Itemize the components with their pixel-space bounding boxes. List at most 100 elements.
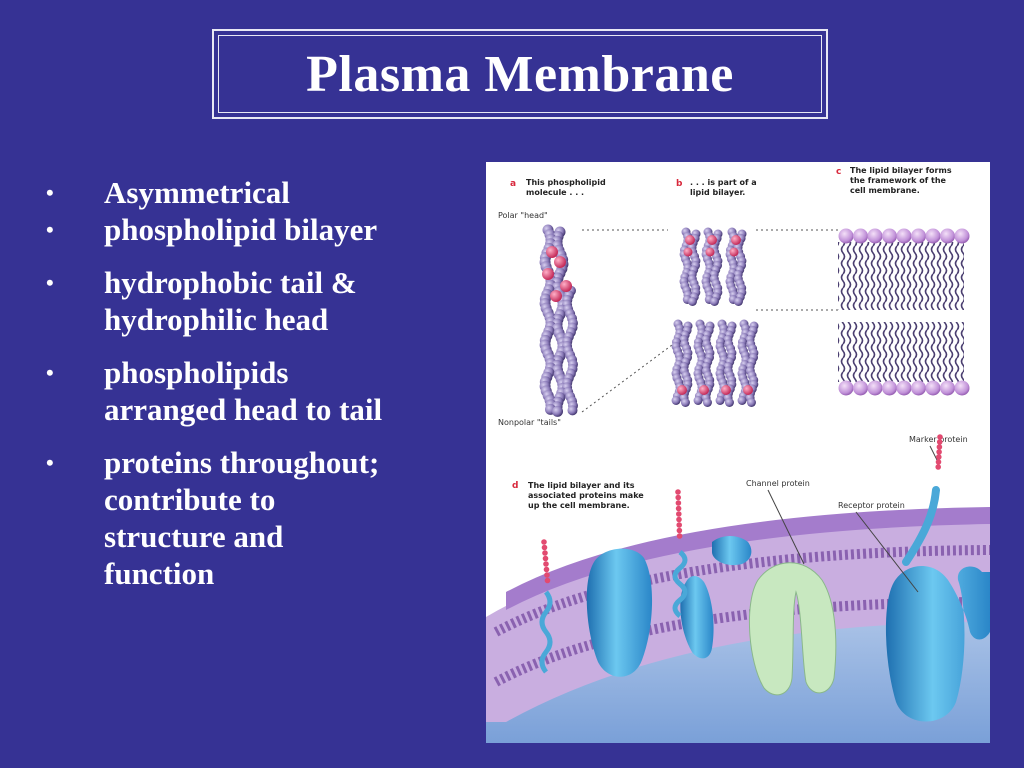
atom xyxy=(687,297,697,306)
helix-protein-left xyxy=(539,590,553,674)
atom xyxy=(882,228,897,244)
atom xyxy=(724,398,734,407)
phospholipid-molecule xyxy=(539,224,578,417)
channel-protein xyxy=(749,562,837,696)
atom xyxy=(685,235,695,245)
atom xyxy=(560,280,572,292)
helix-protein-center xyxy=(672,550,688,618)
atom xyxy=(676,516,682,523)
atom xyxy=(940,380,955,396)
svg-text:This phospholipid: This phospholipid xyxy=(526,178,606,187)
atom xyxy=(671,396,681,405)
atom xyxy=(676,511,682,517)
atom xyxy=(733,297,743,306)
svg-text:. . . is part of a: . . . is part of a xyxy=(690,178,757,187)
membrane-figure: a This phospholipid molecule . . . b . .… xyxy=(486,162,990,743)
atom xyxy=(937,434,943,440)
atom xyxy=(838,380,854,396)
atom xyxy=(935,464,941,470)
polar-head-label: Polar "head" xyxy=(498,211,548,220)
lipid-bilayer-molecules xyxy=(671,227,759,407)
bullet-text: hydrophobic tail & hydrophilic head xyxy=(104,265,357,337)
atom xyxy=(911,380,926,396)
receptor-protein xyxy=(885,565,990,722)
panel-a-caption: a This phospholipid molecule . . . xyxy=(510,178,606,197)
atom xyxy=(699,385,709,395)
bullet-item: • proteins throughout; contribute to str… xyxy=(40,444,384,592)
atom xyxy=(675,500,682,506)
atom xyxy=(676,527,683,534)
atom xyxy=(676,522,682,528)
atom xyxy=(542,268,554,280)
dotted-leader-lines xyxy=(581,229,838,413)
panel-d-caption: d The lipid bilayer and its associated p… xyxy=(512,481,644,510)
svg-text:cell membrane.: cell membrane. xyxy=(850,186,920,195)
slide-title: Plasma Membrane xyxy=(306,46,734,103)
svg-text:lipid bilayer.: lipid bilayer. xyxy=(690,188,745,197)
atom xyxy=(709,297,719,306)
bullet-item: • phospholipids arranged head to tail xyxy=(40,354,404,428)
atom xyxy=(867,380,883,396)
integral-protein-center xyxy=(680,576,714,659)
atom xyxy=(882,380,897,396)
atom xyxy=(954,228,970,244)
atom xyxy=(542,555,549,562)
atom xyxy=(737,396,747,405)
svg-text:d: d xyxy=(512,481,518,491)
atom xyxy=(567,405,578,416)
bullet-list: • Asymmetrical • phospholipid bilayer • … xyxy=(40,174,460,592)
atom xyxy=(896,380,912,396)
atom xyxy=(543,561,549,567)
atom xyxy=(675,494,681,501)
atom xyxy=(541,544,548,551)
atom xyxy=(743,385,753,395)
atom xyxy=(954,380,970,396)
svg-text:associated proteins make: associated proteins make xyxy=(528,491,644,500)
bullet-item: • phospholipid bilayer xyxy=(40,211,394,248)
bullet-dot: • xyxy=(46,180,54,205)
atom xyxy=(715,396,725,405)
atom xyxy=(925,228,941,244)
atom xyxy=(554,256,566,268)
bullet-text: phospholipid bilayer xyxy=(104,212,378,247)
atom xyxy=(896,228,912,244)
atom xyxy=(683,247,693,257)
atom xyxy=(867,228,883,244)
integral-protein-left xyxy=(586,548,653,677)
atom xyxy=(702,398,712,407)
atom xyxy=(838,228,854,244)
marker-protein-stalk xyxy=(902,486,940,566)
atom xyxy=(707,235,717,245)
atom xyxy=(676,533,683,539)
atom xyxy=(853,380,868,396)
atom xyxy=(940,228,955,244)
schematic-bilayer xyxy=(838,228,970,396)
atom xyxy=(705,247,715,257)
atom xyxy=(677,385,687,395)
bullet-dot: • xyxy=(46,217,54,242)
atom xyxy=(675,505,682,512)
svg-text:The lipid bilayer and its: The lipid bilayer and its xyxy=(528,481,635,490)
bullet-dot: • xyxy=(46,360,54,385)
svg-text:the framework of the: the framework of the xyxy=(850,176,947,185)
atom xyxy=(935,459,942,465)
atom xyxy=(911,228,926,244)
title-box: Plasma Membrane xyxy=(212,29,828,119)
svg-text:b: b xyxy=(676,179,683,189)
atom xyxy=(675,489,681,495)
atom xyxy=(550,290,562,302)
marker-protein-label: Marker protein xyxy=(909,435,968,444)
bullet-text: proteins throughout; contribute to struc… xyxy=(104,445,380,591)
atom xyxy=(693,396,703,405)
bullet-dot: • xyxy=(46,270,54,295)
atom xyxy=(729,247,739,257)
svg-text:The lipid bilayer forms: The lipid bilayer forms xyxy=(850,166,952,175)
atom xyxy=(552,405,564,417)
bullet-item: • Asymmetrical xyxy=(40,174,460,211)
atom xyxy=(543,566,550,573)
svg-text:molecule . . .: molecule . . . xyxy=(526,188,584,197)
svg-text:c: c xyxy=(836,167,841,177)
bullet-item: • hydrophobic tail & hydrophilic head xyxy=(40,264,460,338)
svg-text:up the cell membrane.: up the cell membrane. xyxy=(528,501,630,510)
atom xyxy=(544,572,550,578)
